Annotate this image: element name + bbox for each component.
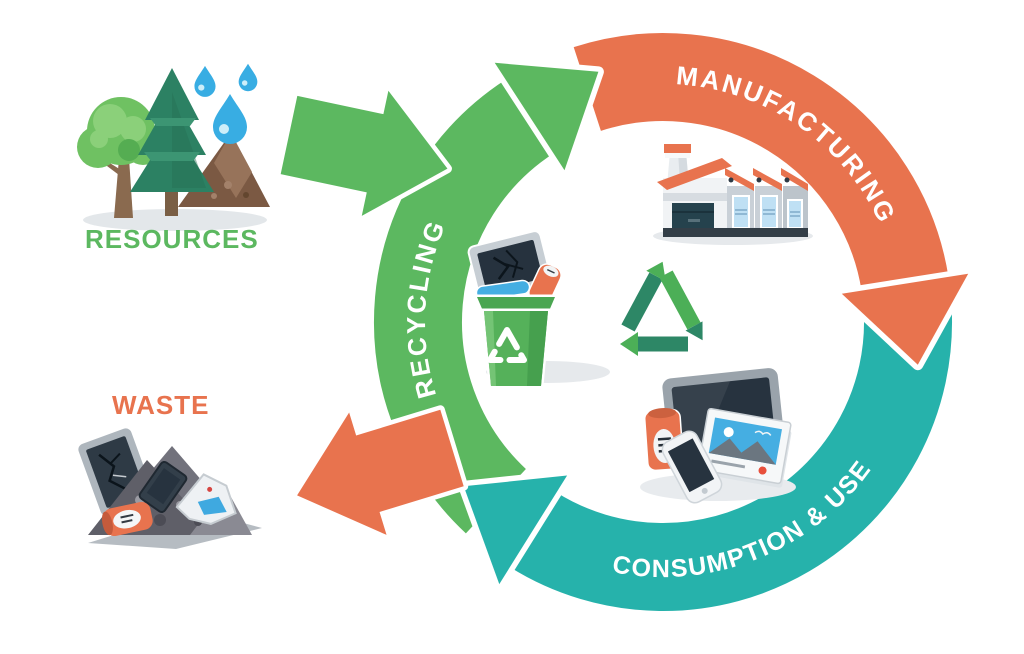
recycle-symbol-small-icon — [487, 327, 527, 363]
factory-icon — [653, 144, 813, 245]
recycle-symbol-icon — [620, 261, 703, 356]
waste-label: WASTE — [112, 390, 209, 420]
recycle-bin-icon — [467, 230, 610, 389]
consumption-arrowhead-icon — [458, 470, 573, 590]
resources-illustration — [77, 63, 270, 231]
recycling-arrowhead-icon — [489, 57, 604, 176]
consumption-arc — [509, 306, 953, 611]
output-arrow-icon — [292, 405, 469, 540]
water-drops-icon — [194, 63, 258, 144]
devices-icon — [640, 366, 796, 504]
resources-label: RESOURCES — [85, 224, 259, 254]
waste-pile-icon — [78, 428, 262, 549]
pine-tree-icon — [130, 68, 214, 216]
manufacturing-arrowhead-icon — [836, 268, 974, 371]
input-arrow-icon — [276, 86, 452, 221]
manufacturing-arc — [573, 33, 949, 292]
